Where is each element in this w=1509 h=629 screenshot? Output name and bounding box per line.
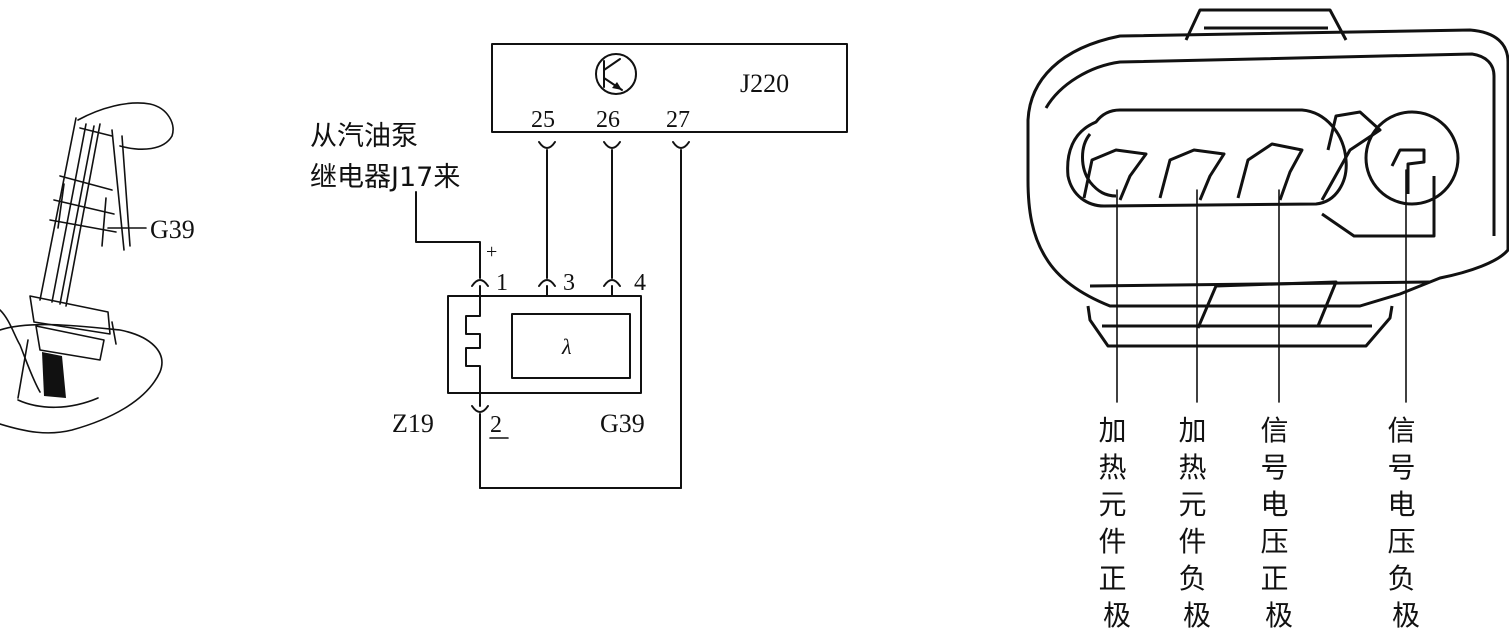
sensor-pin-4: 4 xyxy=(634,270,646,296)
oxygen-sensor-illustration: G39 xyxy=(0,102,195,434)
terminal-label-heater-positive: 加 热 元 件 正 极 xyxy=(1099,414,1136,629)
ecu-label: J220 xyxy=(740,69,789,98)
sensor-label: G39 xyxy=(600,409,645,438)
heater-element xyxy=(465,285,481,407)
source-label-line2: 继电器J17来 xyxy=(310,162,460,193)
sensor-box xyxy=(447,295,642,394)
ground-pin-2: 2 xyxy=(490,412,502,438)
terminal-label-signal-positive: 信 号 电 压 正 极 xyxy=(1261,414,1298,629)
sensor-pin-3: 3 xyxy=(563,270,575,296)
ecu-box xyxy=(491,43,848,133)
sensor-sketch-label: G39 xyxy=(150,215,195,244)
source-label-line1: 从汽油泵 xyxy=(310,121,418,152)
transistor-icon xyxy=(595,53,637,95)
sensor-pin-1: 1 xyxy=(496,270,508,296)
terminal-label-heater-negative: 加 热 元 件 负 极 xyxy=(1179,414,1216,629)
lambda-symbol: λ xyxy=(561,334,572,359)
connector-illustration: 加 热 元 件 正 极 加 热 元 件 负 极 信 号 电 压 正 极 信 号 … xyxy=(1026,8,1509,629)
ecu-pin-26: 26 xyxy=(596,107,620,133)
heater-label: Z19 xyxy=(392,409,434,438)
ecu-pin-27: 27 xyxy=(666,107,690,133)
wiring-schematic: J220 25 26 27 从汽油泵 继电器J17来 + 1 3 4 xyxy=(310,43,848,489)
lambda-cell xyxy=(511,313,631,379)
plus-sign: + xyxy=(486,241,497,263)
ecu-pin-25: 25 xyxy=(531,107,555,133)
connector-housing xyxy=(1026,28,1509,308)
terminal-label-signal-negative: 信 号 电 压 负 极 xyxy=(1388,414,1425,629)
